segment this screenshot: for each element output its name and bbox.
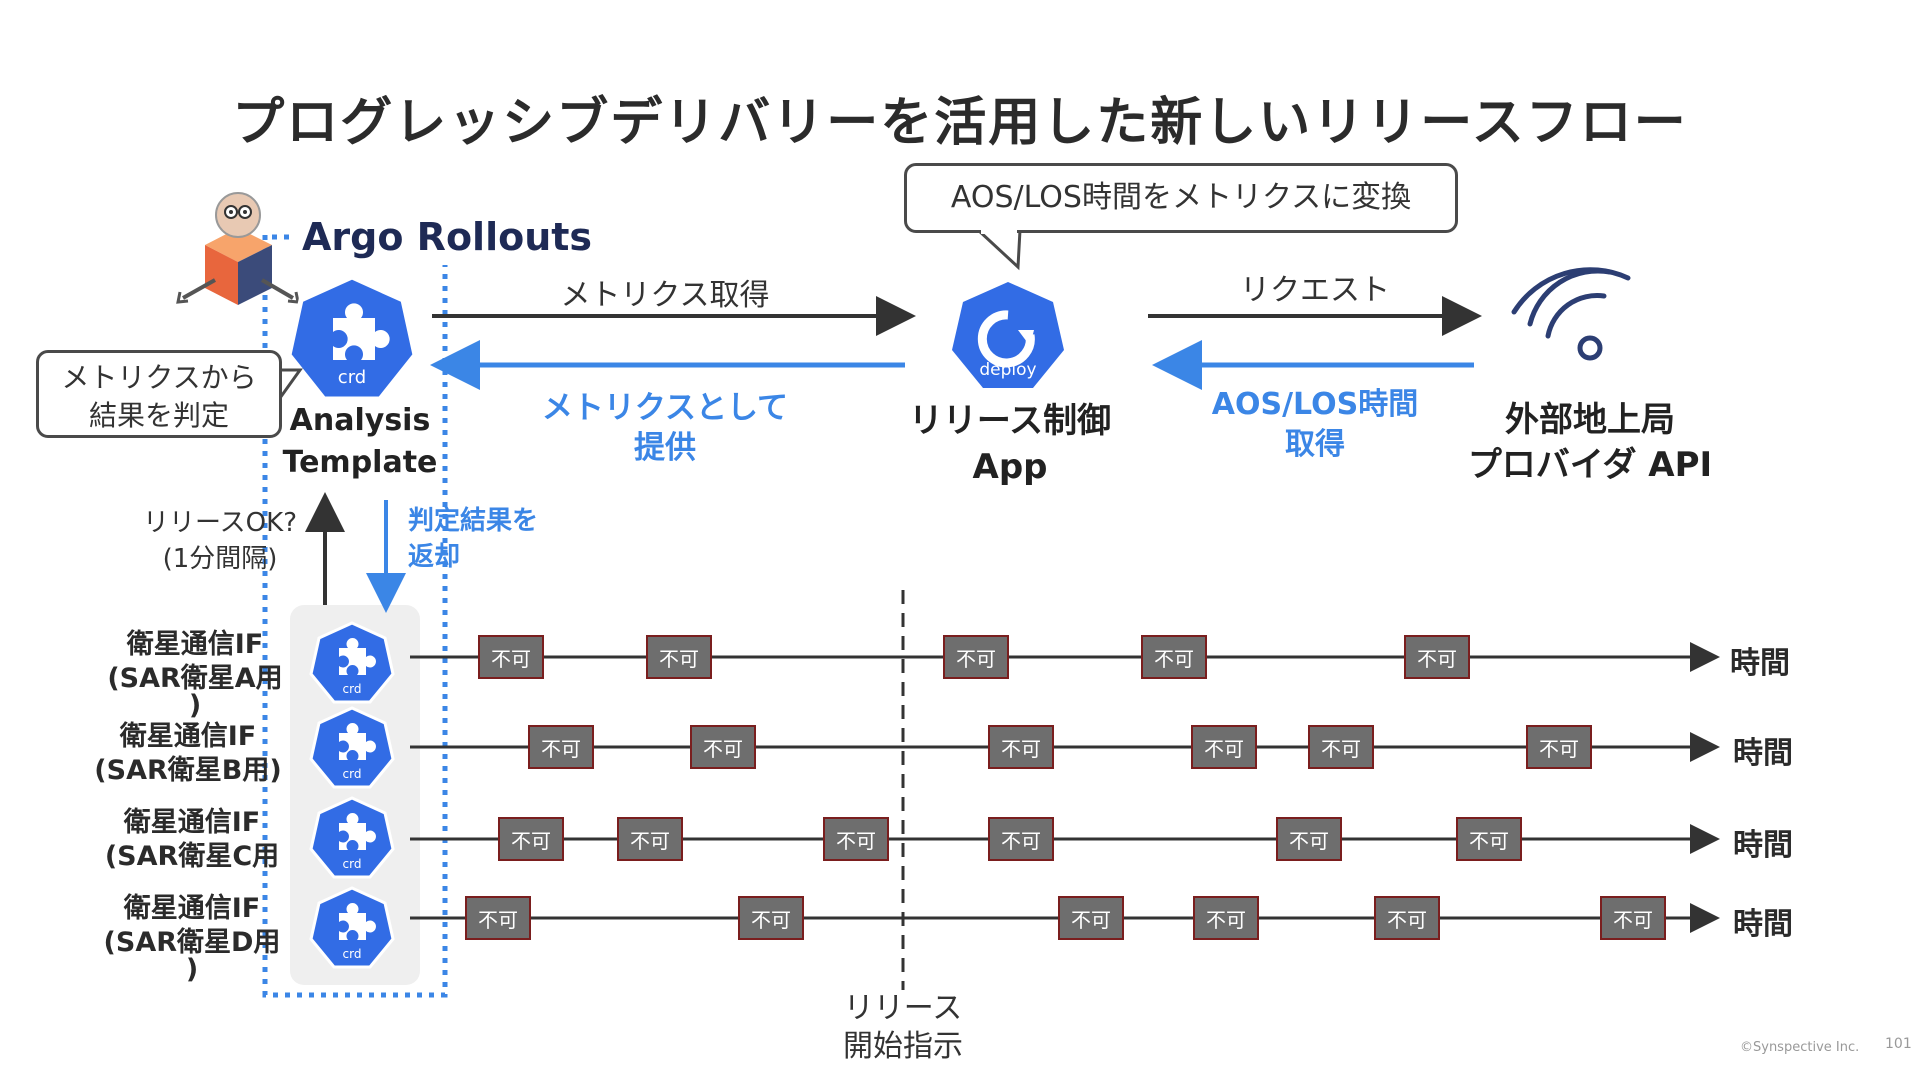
unavailable-box: 不可 [988,725,1054,769]
satellite-d-line-2: (SAR衛星D用 [103,927,281,958]
satellite-d-label: 衛星通信IF (SAR衛星D用 ) [82,892,302,985]
argo-mascot-icon [176,192,300,305]
metrics-provide-line-2: 提供 [634,430,696,466]
release-ok-label: リリースOK? (1分間隔) [120,505,320,577]
satellite-a-crd-icon [309,621,395,704]
analysis-line-1: Analysis [289,403,431,438]
speech-top: AOS/LOS時間をメトリクスに変換 [904,163,1458,233]
copyright: ©Synspective Inc. [1740,1040,1860,1055]
judge-return-label: 判定結果を 返却 [408,503,548,575]
unavailable-box: 不可 [478,635,544,679]
unavailable-box: 不可 [1456,817,1522,861]
release-app-label: リリース制御 App [880,398,1140,490]
satellite-d-crd-icon [309,886,395,969]
unavailable-box: 不可 [738,896,804,940]
provider-line-1: 外部地上局 [1505,400,1675,440]
crd-panel [290,605,420,985]
release-start-label: リリース 開始指示 [803,990,1003,1066]
page-number: 101 [1885,1036,1912,1052]
satellite-b-crd-label: crd [342,767,362,781]
unavailable-box: 不可 [1600,896,1666,940]
satellite-c-line-1: 衛星通信IF [123,807,261,838]
time-label-c: 時間 [1733,828,1793,863]
speech-left-line-2: 結果を判定 [88,399,229,432]
unavailable-box: 不可 [465,896,531,940]
release-ok-line-2: (1分間隔) [162,544,278,574]
release-app-line-2: App [972,447,1048,487]
metrics-provide-line-1: メトリクスとして [541,390,789,426]
analysis-crd-label: crd [337,367,367,388]
deploy-icon [952,282,1064,388]
provider-line-2: プロバイダ API [1467,445,1713,485]
speech-top-tail-cover [981,228,1017,234]
aos-line-1: AOS/LOS時間 [1211,387,1419,422]
satellite-d-line-1: 衛星通信IF [123,893,261,924]
speech-left-line-1: メトリクスから [61,361,257,394]
unavailable-box: 不可 [1308,725,1374,769]
argo-rollouts-label: Argo Rollouts [302,215,593,259]
release-start-line-2: 開始指示 [843,1029,963,1064]
provider-label: 外部地上局 プロバイダ API [1440,398,1740,488]
time-label-b: 時間 [1733,736,1793,771]
arrow-metrics-get-label: メトリクス取得 [560,278,770,313]
judge-return-line-1: 判定結果を [408,506,539,536]
unavailable-box: 不可 [1058,896,1124,940]
unavailable-box: 不可 [943,635,1009,679]
analysis-template-label: Analysis Template [270,400,450,484]
unavailable-box: 不可 [1526,725,1592,769]
deploy-label: deploy [979,360,1037,380]
satellite-c-crd-icon [309,796,395,879]
satellite-b-line-2: (SAR衛星B用) [94,755,282,786]
speech-top-tail [974,228,1022,271]
speech-left: メトリクスから 結果を判定 [36,350,282,438]
time-label-a: 時間 [1730,646,1790,681]
unavailable-box: 不可 [1193,896,1259,940]
unavailable-box: 不可 [823,817,889,861]
satellite-c-line-2: (SAR衛星C用 [104,841,280,872]
analysis-line-2: Template [282,445,438,480]
satellite-c-label: 衛星通信IF (SAR衛星C用 [82,806,302,874]
unavailable-box: 不可 [1374,896,1440,940]
aos-line-2: 取得 [1285,427,1345,462]
time-label-d: 時間 [1733,907,1793,942]
speech-top-text: AOS/LOS時間をメトリクスに変換 [950,180,1412,215]
arrow-request-label: リクエスト [1240,273,1390,308]
satellite-b-label: 衛星通信IF (SAR衛星B用) [78,720,298,788]
antenna-icon [1511,267,1631,361]
unavailable-box: 不可 [646,635,712,679]
unavailable-box: 不可 [498,817,564,861]
satellite-a-line-2: (SAR衛星A用 [107,663,283,694]
release-start-line-1: リリース [843,991,963,1026]
satellite-a-line-1: 衛星通信IF [126,629,264,660]
unavailable-box: 不可 [1276,817,1342,861]
unavailable-box: 不可 [617,817,683,861]
satellite-a-line-3: ) [188,690,202,721]
satellite-c-crd-label: crd [342,857,362,871]
release-ok-line-1: リリースOK? [142,508,297,538]
unavailable-box: 不可 [1191,725,1257,769]
satellite-d-crd-label: crd [342,947,362,961]
satellite-b-crd-icon [309,706,395,789]
satellite-b-line-1: 衛星通信IF [119,721,257,752]
unavailable-box: 不可 [690,725,756,769]
release-app-line-1: リリース制御 [908,401,1112,441]
page-title: プログレッシブデリバリーを活用した新しいリリースフロー [232,93,1688,153]
unavailable-box: 不可 [988,817,1054,861]
unavailable-box: 不可 [1141,635,1207,679]
unavailable-box: 不可 [528,725,594,769]
arrow-metrics-provide-label: メトリクスとして 提供 [500,388,830,468]
arrow-aos-label: AOS/LOS時間 取得 [1180,385,1450,465]
satellite-a-label: 衛星通信IF (SAR衛星A用 ) [85,628,305,721]
analysis-template-icon [286,274,418,402]
judge-return-line-2: 返却 [408,542,461,572]
satellite-d-line-3: ) [185,954,199,985]
unavailable-box: 不可 [1404,635,1470,679]
satellite-a-crd-label: crd [342,682,362,696]
